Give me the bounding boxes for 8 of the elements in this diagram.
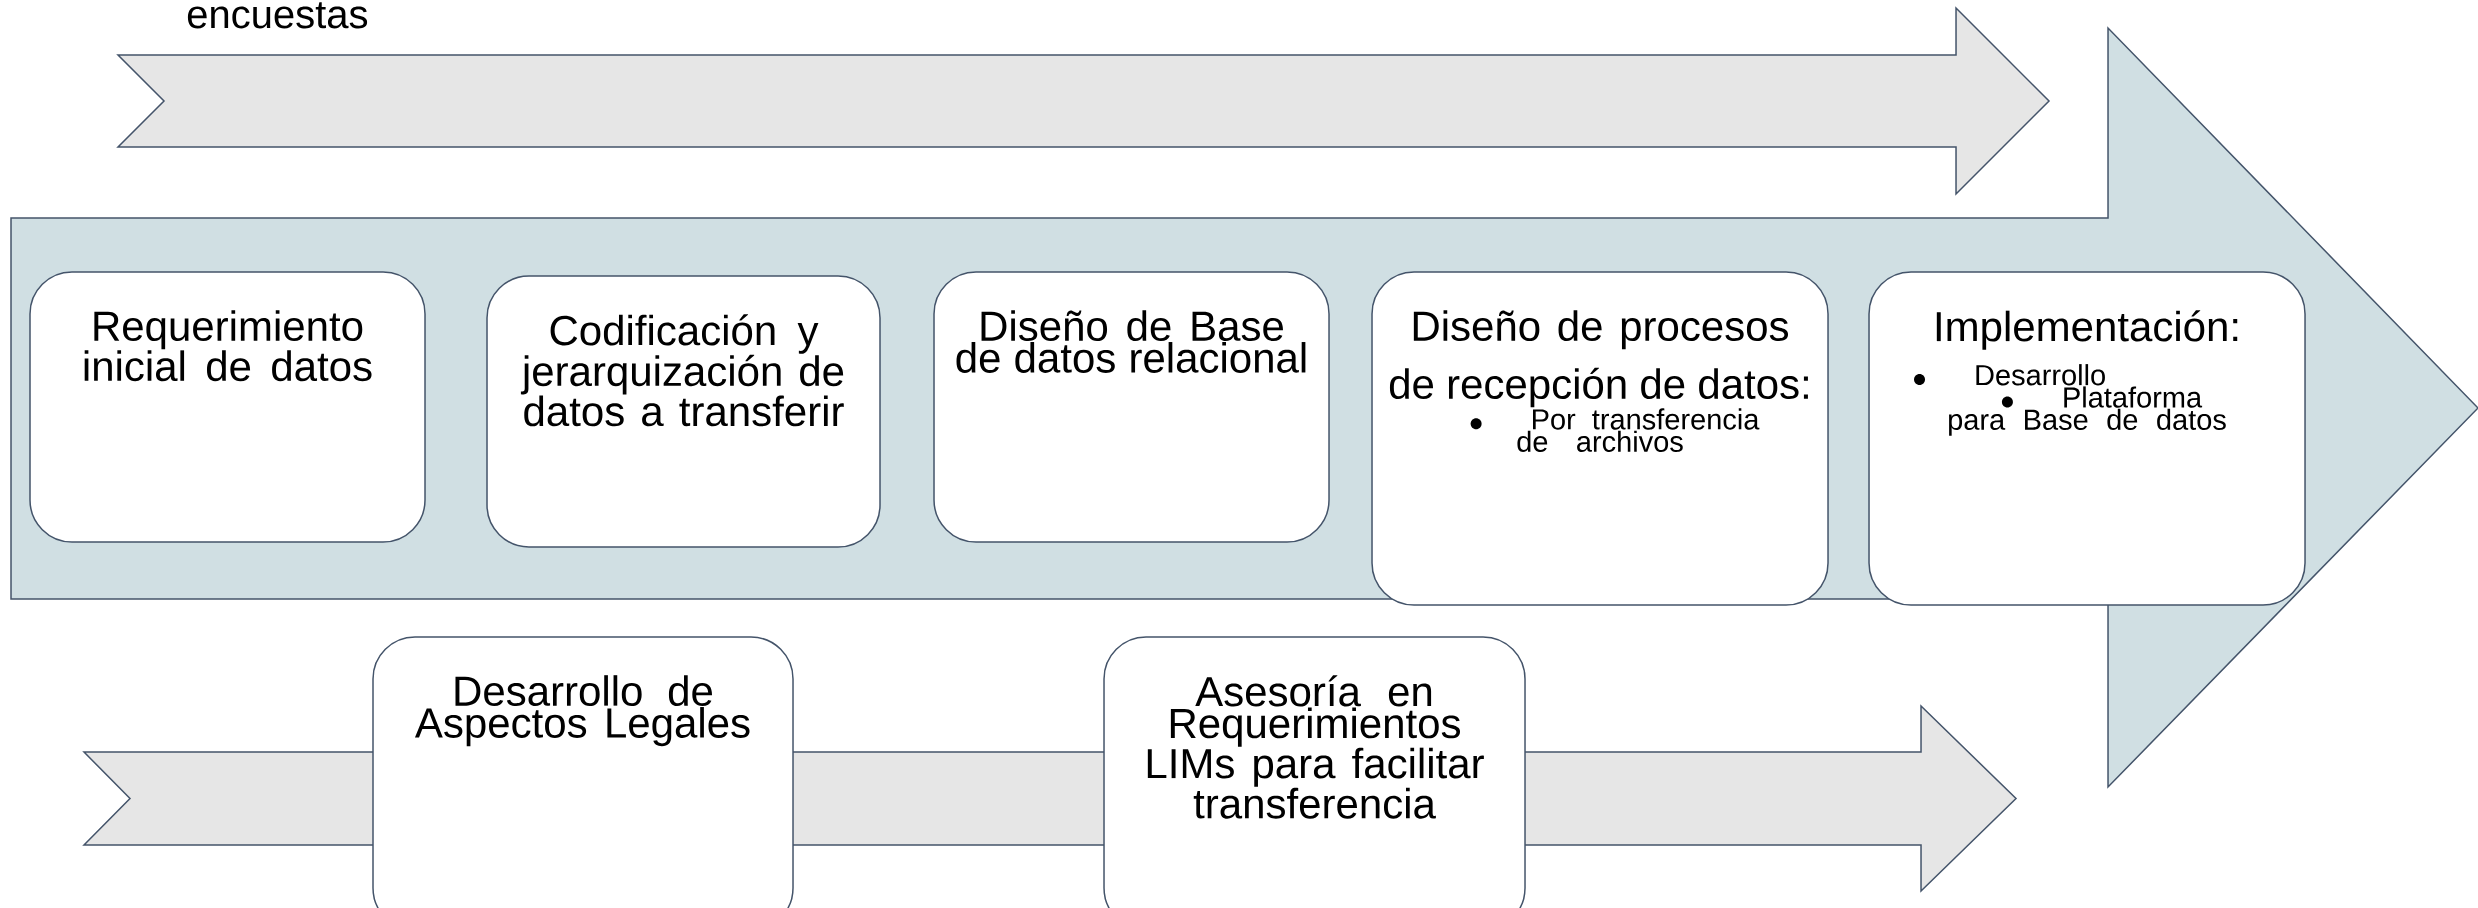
process-box: Requerimiento inicial de datos: [29, 271, 426, 543]
process-box: Asesoría en Requerimientos LIMs para facilitar transferencia: [1103, 636, 1526, 908]
process-box: Diseño de procesos de recepción de datos: Por transferencia de archivos: [1371, 271, 1829, 606]
process-box: Codificación y jerarquización de datos a transferir: [486, 275, 881, 548]
heading-text: encuestas: [187, 2, 368, 29]
process-box: Diseño de Base de datos relacional: [933, 271, 1330, 543]
process-box: Desarrollo de Aspectos Legales: [372, 636, 794, 908]
process-box: Implementación: Desarrollo Plataforma para Base de datos: [1868, 271, 2306, 606]
